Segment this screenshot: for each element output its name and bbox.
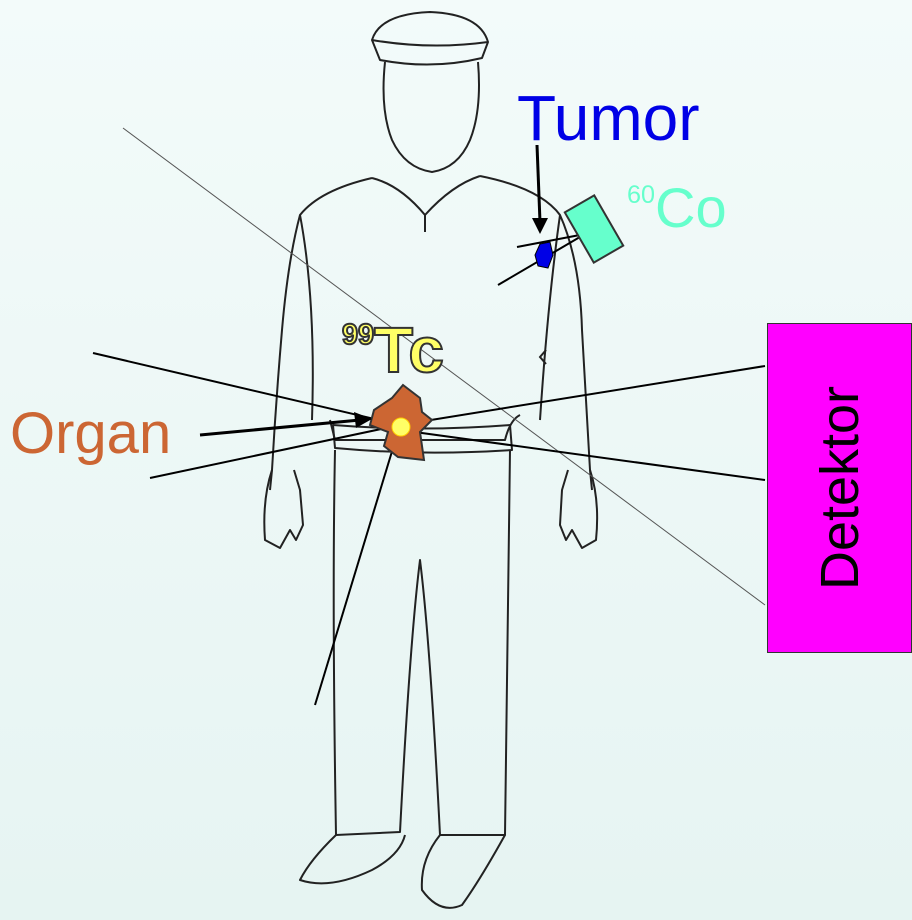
left-shoe — [300, 835, 405, 883]
cobalt-mass-number: 60 — [627, 181, 655, 209]
tc-symbol: Tc — [374, 314, 444, 386]
tumor-arrow — [532, 145, 548, 234]
cobalt-label: 60Co — [627, 180, 727, 236]
cobalt-symbol: Co — [655, 176, 727, 239]
head — [384, 62, 479, 172]
tumor-label-text: Tumor — [517, 82, 700, 154]
organ-label-text: Organ — [10, 401, 171, 466]
tc-source-glow — [392, 418, 410, 436]
beam-line-down — [315, 425, 400, 705]
organ-arrow — [200, 412, 372, 435]
right-shoe — [422, 835, 505, 908]
sailor-cap — [372, 12, 488, 65]
organ-label: Organ — [10, 405, 171, 463]
detector-label: Detektor — [809, 386, 871, 590]
trousers — [334, 450, 510, 835]
tumor-label: Tumor — [517, 86, 700, 150]
tc-mass-number: 99 — [342, 319, 374, 351]
detector-box: Detektor — [767, 323, 912, 653]
tumor-blob — [535, 242, 553, 268]
technetium-label: 99Tc — [342, 318, 444, 382]
collar — [372, 176, 480, 232]
detector-line-bottom — [400, 430, 765, 480]
